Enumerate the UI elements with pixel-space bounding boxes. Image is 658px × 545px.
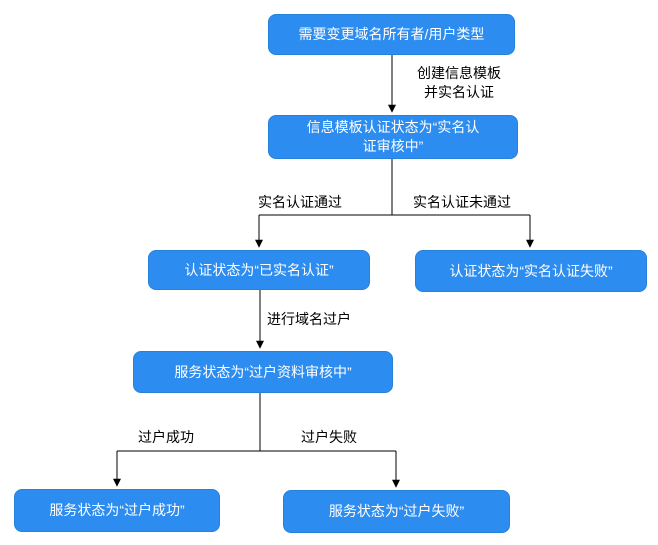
edge-label-create-template-line2: 并实名认证 bbox=[424, 84, 494, 100]
node-template-status-line1: 信息模板认证状态为“实名认 bbox=[306, 119, 480, 135]
edge-label-create-template: 创建信息模板 并实名认证 bbox=[396, 64, 522, 102]
node-start-label: 需要变更域名所有者/用户类型 bbox=[298, 26, 485, 42]
node-verified: 认证状态为“已实名认证” bbox=[148, 250, 370, 290]
edge-label-create-template-line1: 创建信息模板 bbox=[417, 65, 501, 81]
node-transfer-review-label: 服务状态为“过户资料审核中” bbox=[174, 363, 352, 380]
node-transfer-failed-label: 服务状态为“过户失败” bbox=[328, 503, 465, 519]
node-transfer-review: 服务状态为“过户资料审核中” bbox=[133, 351, 393, 393]
node-template-status-line2: 证审核中” bbox=[362, 138, 424, 154]
edge-label-transfer-bad: 过户失败 bbox=[301, 429, 357, 445]
node-template-status: 信息模板认证状态为“实名认 证审核中” bbox=[268, 115, 518, 159]
edge-label-transfer-ok: 过户成功 bbox=[138, 429, 194, 445]
node-transfer-success-label: 服务状态为“过户成功” bbox=[49, 502, 185, 518]
node-verify-failed: 认证状态为“实名认证失败” bbox=[415, 250, 647, 292]
edge-label-verify-pass: 实名认证通过 bbox=[258, 194, 342, 210]
edge-label-verify-nopass: 实名认证未通过 bbox=[413, 194, 511, 210]
edge-label-do-transfer: 进行域名过户 bbox=[267, 311, 351, 327]
node-transfer-success: 服务状态为“过户成功” bbox=[14, 489, 220, 532]
node-start: 需要变更域名所有者/用户类型 bbox=[268, 14, 515, 55]
node-verified-label: 认证状态为“已实名认证” bbox=[184, 261, 334, 278]
node-transfer-failed: 服务状态为“过户失败” bbox=[283, 490, 510, 533]
node-verify-failed-label: 认证状态为“实名认证失败” bbox=[449, 262, 613, 279]
